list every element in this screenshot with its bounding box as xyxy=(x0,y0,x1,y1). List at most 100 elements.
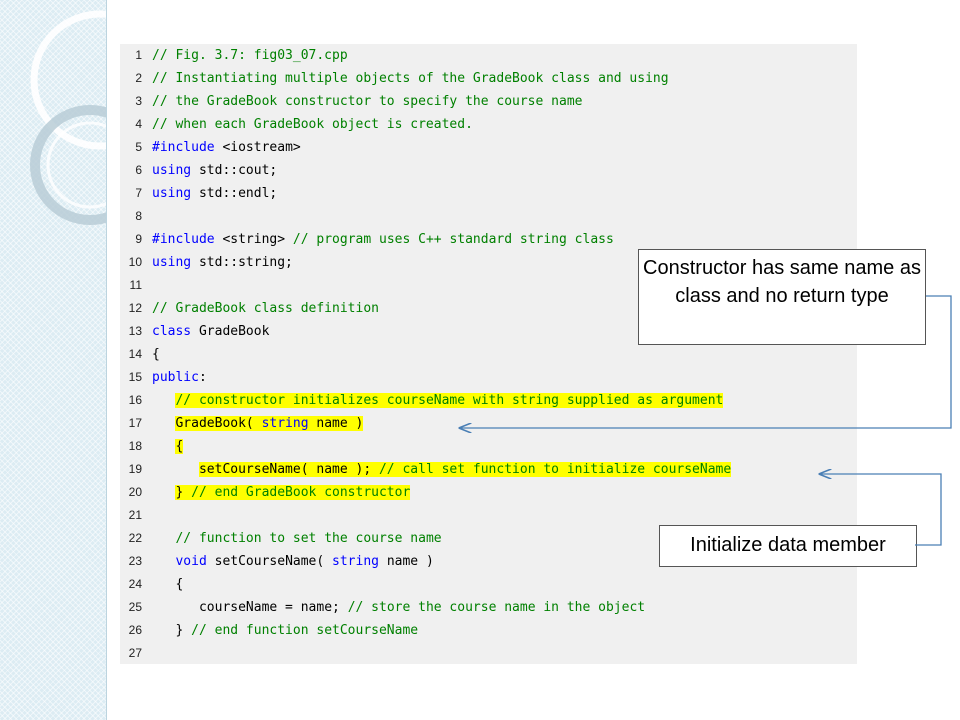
code-text: GradeBook( string name ) xyxy=(152,415,364,432)
code-line: 12// GradeBook class definition xyxy=(120,297,857,320)
code-line: 2 // Instantiating multiple objects of th… xyxy=(120,67,857,90)
code-comment: // when each GradeBook object is created… xyxy=(152,117,473,132)
code-comment: // constructor initializes courseName wi… xyxy=(175,393,724,408)
code-text: using std::endl; xyxy=(152,185,277,202)
code-comment: // end function setCourseName xyxy=(191,623,419,638)
code-line: 15 public: xyxy=(120,366,857,389)
line-number: 2 xyxy=(135,71,142,85)
code-keyword: using xyxy=(152,163,192,178)
code-line: 6 using std::cout; xyxy=(120,159,857,182)
line-number: 6 xyxy=(135,163,142,177)
code-text: // the GradeBook constructor to specify … xyxy=(152,93,582,110)
code-text: void setCourseName( string name ) xyxy=(152,553,434,570)
line-number: 11 xyxy=(129,278,142,292)
constructor-arrow xyxy=(460,295,952,428)
code-line: 24 { xyxy=(120,573,857,596)
code-text: // function to set the course name xyxy=(152,530,442,547)
line-number: 1 xyxy=(135,48,142,62)
code-token: <string> xyxy=(214,232,293,247)
code-token: : xyxy=(198,370,207,385)
code-token: { xyxy=(175,439,184,454)
line-number: 25 xyxy=(128,600,142,614)
code-text: { xyxy=(152,346,160,363)
line-number: 21 xyxy=(128,508,142,522)
code-line: 19 setCourseName( name ); // call set fu… xyxy=(120,458,857,481)
code-keyword: class xyxy=(152,324,192,339)
line-number: 23 xyxy=(128,554,142,568)
line-number: 24 xyxy=(128,577,142,591)
line-number: 19 xyxy=(128,462,142,476)
code-token: GradeBook( xyxy=(175,416,262,431)
line-number: 5 xyxy=(135,140,142,154)
code-comment: // function to set the course name xyxy=(175,531,442,546)
line-number: 18 xyxy=(128,439,142,453)
code-text: } // end function setCourseName xyxy=(152,622,418,639)
code-text: { xyxy=(152,438,184,455)
line-number: 16 xyxy=(128,393,142,407)
code-text: } // end GradeBook constructor xyxy=(152,484,411,501)
line-number: 20 xyxy=(128,485,142,499)
code-keyword: using xyxy=(152,186,192,201)
code-keyword: #include xyxy=(152,232,215,247)
code-text: { xyxy=(152,576,183,593)
code-line: 22 // function to set the course name xyxy=(120,527,857,550)
code-line: 18 { xyxy=(120,435,857,458)
code-line: 8 xyxy=(120,205,857,228)
code-line: 26 } // end function setCourseName xyxy=(120,619,857,642)
code-token: name ) xyxy=(379,554,434,569)
code-line: 9#include <string> // program uses C++ s… xyxy=(120,228,857,251)
code-text: // GradeBook class definition xyxy=(152,300,379,317)
code-token: courseName = name; xyxy=(198,600,348,615)
code-line: 3 // the GradeBook constructor to specify… xyxy=(120,90,857,113)
code-text: setCourseName( name ); // call set funct… xyxy=(152,461,732,478)
line-number: 17 xyxy=(128,416,142,430)
code-text: public: xyxy=(152,369,207,386)
code-text: class GradeBook xyxy=(152,323,269,340)
line-number: 3 xyxy=(135,94,142,108)
code-keyword: string xyxy=(261,416,309,431)
code-comment: // program uses C++ standard string clas… xyxy=(292,232,614,247)
code-line: 27 xyxy=(120,642,857,665)
code-text: using std::string; xyxy=(152,254,293,271)
line-number: 14 xyxy=(128,347,142,361)
line-number: 15 xyxy=(128,370,142,384)
decorative-rings-graphic xyxy=(30,10,106,225)
line-number: 26 xyxy=(128,623,142,637)
line-number: 8 xyxy=(135,209,142,223)
code-line: 1 // Fig. 3.7: fig03_07.cpp xyxy=(120,44,857,67)
code-line: 14 { xyxy=(120,343,857,366)
code-keyword: void xyxy=(175,554,207,569)
code-line: 16 // constructor initializes courseName… xyxy=(120,389,857,412)
code-token: } xyxy=(175,485,192,500)
initialize-arrow xyxy=(820,474,942,546)
code-text: // Fig. 3.7: fig03_07.cpp xyxy=(152,47,348,64)
code-token: } xyxy=(175,623,192,638)
code-line: 23 void setCourseName( string name ) xyxy=(120,550,857,573)
code-keyword: #include xyxy=(152,140,215,155)
code-line: 21 xyxy=(120,504,857,527)
code-token: setCourseName( xyxy=(206,554,333,569)
line-number: 22 xyxy=(128,531,142,545)
line-number: 7 xyxy=(135,186,142,200)
code-token: std::endl; xyxy=(191,186,278,201)
code-text: courseName = name; // store the course n… xyxy=(152,599,645,616)
code-comment: // GradeBook class definition xyxy=(152,301,379,316)
code-token: GradeBook xyxy=(191,324,270,339)
code-text: // Instantiating multiple objects of the… xyxy=(152,70,669,87)
line-number: 4 xyxy=(135,117,142,131)
code-comment: // Fig. 3.7: fig03_07.cpp xyxy=(152,48,348,63)
code-line: 25 courseName = name; // store the cours… xyxy=(120,596,857,619)
code-comment: // end GradeBook constructor xyxy=(191,485,411,500)
code-token: setCourseName( name ); xyxy=(198,462,379,477)
code-keyword: using xyxy=(152,255,192,270)
code-text: #include <string> // program uses C++ st… xyxy=(152,231,614,248)
code-token: { xyxy=(152,347,160,362)
code-comment: // the GradeBook constructor to specify … xyxy=(152,94,583,109)
code-comment: // Instantiating multiple objects of the… xyxy=(152,71,669,86)
code-text: // constructor initializes courseName wi… xyxy=(152,392,724,409)
code-keyword: string xyxy=(332,554,379,569)
code-token: std::cout; xyxy=(191,163,278,178)
